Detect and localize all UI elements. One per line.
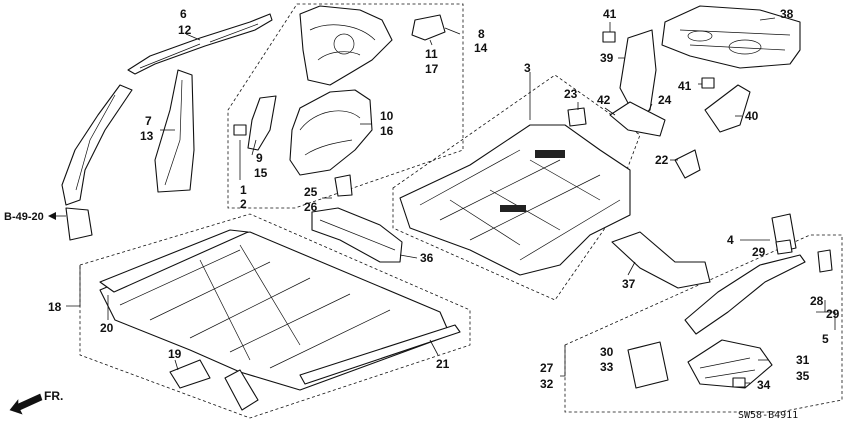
callout: 6 xyxy=(180,7,187,21)
callout: 15 xyxy=(254,166,268,180)
callout: 37 xyxy=(622,277,636,291)
part-left-sill xyxy=(99,229,249,293)
part-clip-34 xyxy=(732,377,746,388)
callout: 18 xyxy=(48,300,62,314)
callout: 40 xyxy=(745,109,759,123)
callout: 39 xyxy=(600,51,614,65)
part-clip-41b xyxy=(701,77,715,89)
callout: 29 xyxy=(826,307,840,321)
part-rear-side-frame xyxy=(684,254,806,335)
part-bracket-30 xyxy=(627,341,669,389)
callout: 33 xyxy=(600,360,614,374)
part-clip-41a xyxy=(602,31,616,43)
callout: 28 xyxy=(810,294,824,308)
callout: 30 xyxy=(600,345,614,359)
callout: 29 xyxy=(752,245,766,259)
callout: 22 xyxy=(655,153,669,167)
callout: 5 xyxy=(822,332,829,346)
callout: 7 xyxy=(145,114,152,128)
callout: 11 xyxy=(425,47,438,61)
callout: 35 xyxy=(796,369,810,383)
part-rear-frame-31 xyxy=(687,339,773,389)
callout-labels: 6 12 7 13 9 15 1 2 10 16 8 14 11 17 41 3… xyxy=(48,7,840,392)
part-upper-wheelhouse xyxy=(299,5,393,86)
part-bracket-25 xyxy=(334,174,353,197)
callout: 42 xyxy=(597,93,611,107)
part-bracket-11 xyxy=(411,14,446,41)
callout: 38 xyxy=(780,7,794,21)
front-direction-label: FR. xyxy=(44,389,63,403)
callout: 2 xyxy=(240,197,247,211)
diagram-code: SW58-B4911 xyxy=(738,410,798,421)
part-bracket-40 xyxy=(704,84,751,133)
callout: 3 xyxy=(524,61,531,75)
part-rear-floor xyxy=(399,124,631,276)
front-direction-arrow: FR. xyxy=(9,389,63,415)
callout: 31 xyxy=(796,353,810,367)
part-clip-29a xyxy=(775,239,793,255)
callout: 9 xyxy=(256,151,263,165)
callout: 36 xyxy=(420,251,434,265)
group-box-wheelhouse xyxy=(227,3,464,209)
callout: 24 xyxy=(658,93,672,107)
callout: 4 xyxy=(727,233,734,247)
callout: 26 xyxy=(304,200,318,214)
part-bracket-9 xyxy=(247,95,277,151)
group-box-rear-floor xyxy=(392,74,641,301)
callout: 1 xyxy=(240,183,247,197)
leader-lines xyxy=(66,17,836,384)
callout: 17 xyxy=(425,62,439,76)
part-bracket-23 xyxy=(567,107,587,127)
callout: 32 xyxy=(540,377,554,391)
part-bracket-19 xyxy=(169,359,211,389)
part-rear-frame-37 xyxy=(611,231,711,289)
callout: 10 xyxy=(380,109,394,123)
part-right-sill xyxy=(299,324,461,385)
reference-callout: B-49-20 xyxy=(4,211,66,223)
parts xyxy=(61,5,833,411)
part-crossmember-24 xyxy=(609,101,666,137)
callout: 13 xyxy=(140,129,154,143)
part-inner-wheelhouse xyxy=(289,89,373,176)
callout: 8 xyxy=(478,27,485,41)
part-front-lower-rail xyxy=(224,369,259,411)
part-clip-28 xyxy=(817,249,833,273)
part-pillar-bracket xyxy=(65,207,93,241)
callout: 21 xyxy=(436,357,450,371)
part-center-pillar xyxy=(154,69,195,193)
callout: 25 xyxy=(304,185,318,199)
callout: 27 xyxy=(540,361,554,375)
part-bracket-22 xyxy=(674,149,701,179)
callout: 20 xyxy=(100,321,114,335)
callout: 23 xyxy=(564,87,578,101)
part-rear-shelf xyxy=(661,5,801,69)
callout: 19 xyxy=(168,347,182,361)
callout: 16 xyxy=(380,124,394,138)
group-boxes xyxy=(79,3,843,419)
part-clip-1 xyxy=(233,124,247,136)
part-front-pillar xyxy=(61,84,133,206)
callout: 34 xyxy=(757,378,771,392)
callout: 12 xyxy=(178,23,192,37)
callout: 41 xyxy=(603,7,617,21)
callout: 41 xyxy=(678,79,692,93)
reference-label: B-49-20 xyxy=(4,211,44,223)
group-box-front-floor xyxy=(79,213,471,419)
part-rear-bracket-39 xyxy=(619,29,657,119)
group-box-rear-frame xyxy=(564,234,843,413)
callout: 14 xyxy=(474,41,488,55)
